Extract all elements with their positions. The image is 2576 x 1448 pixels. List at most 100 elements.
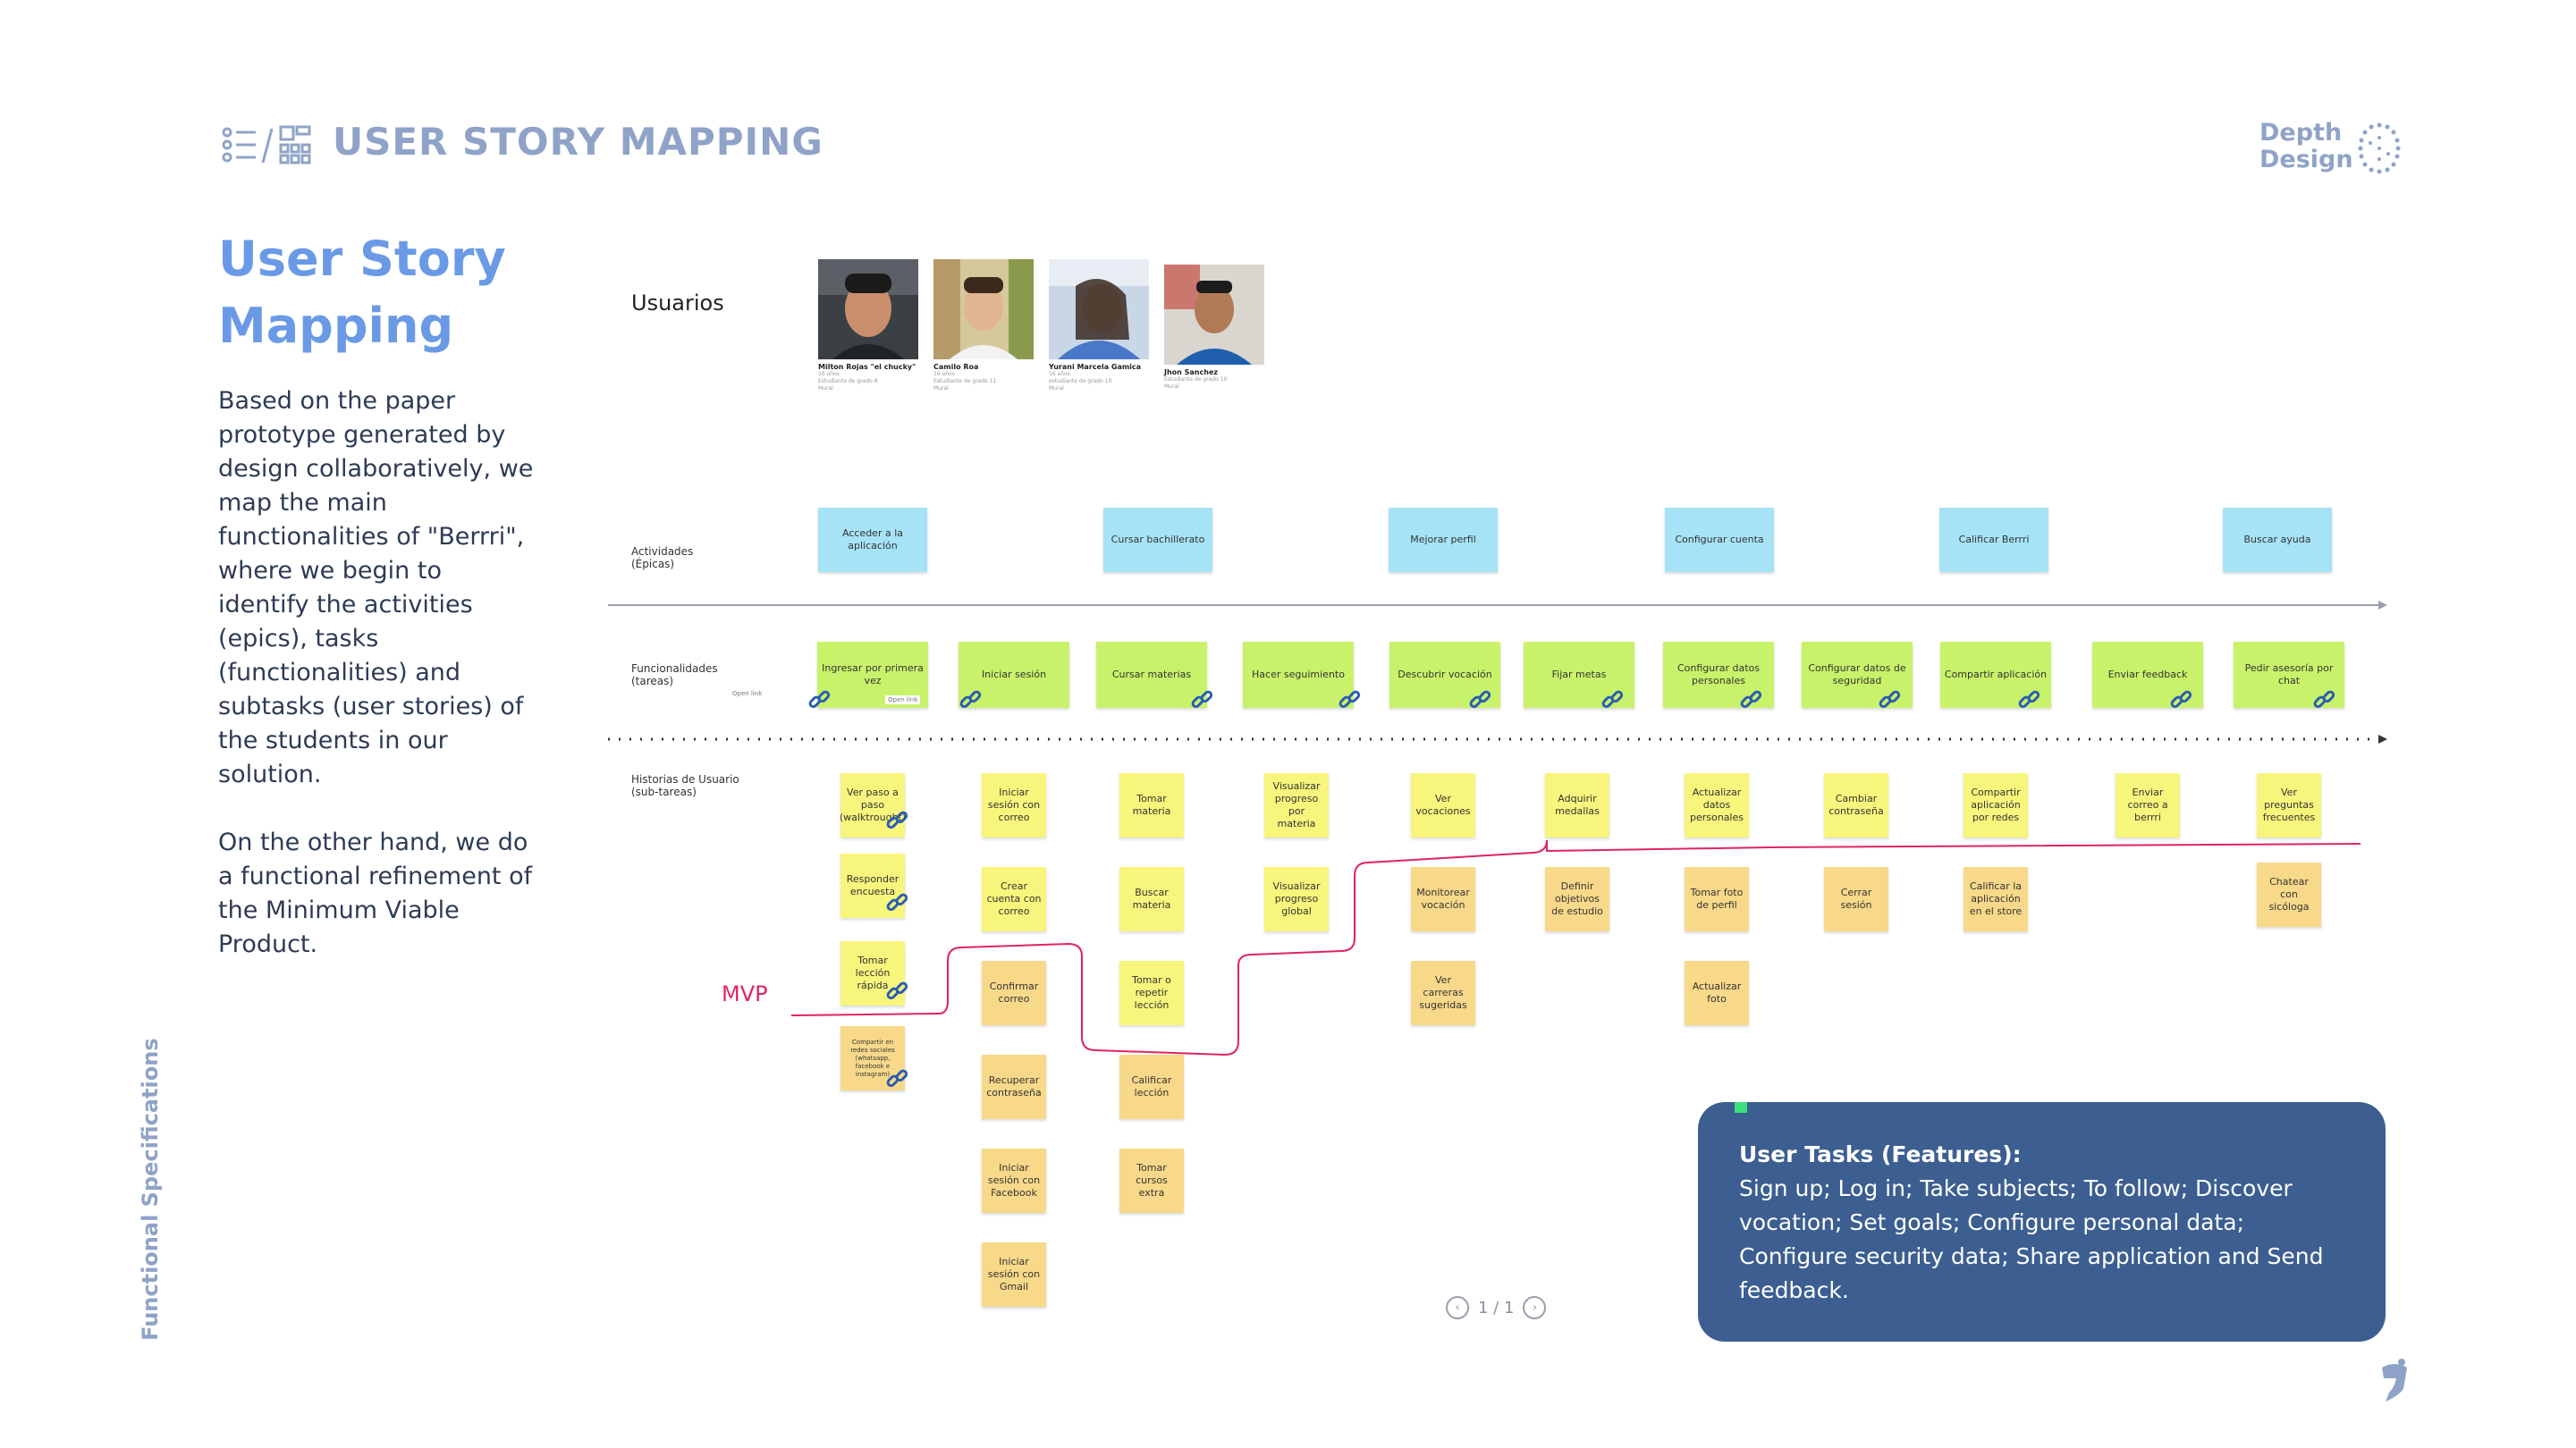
story-card[interactable]: Calificar la aplicación en el store xyxy=(1964,867,2028,931)
story-card[interactable]: Ver preguntas frecuentes xyxy=(2257,773,2321,838)
user-card: Jhon Sanchez Estudiante de grado 10 Mura… xyxy=(1164,265,1264,417)
story-card[interactable]: Iniciar sesión con Facebook xyxy=(982,1149,1046,1213)
story-card[interactable]: Cerrar sesión xyxy=(1824,867,1888,931)
user-photo xyxy=(933,259,1034,359)
tasks-row-label: Funcionalidades (tareas) xyxy=(631,662,718,687)
user-detail: 16 años xyxy=(933,371,955,377)
story-card[interactable]: Enviar correo a berrri xyxy=(2116,773,2180,838)
board-lines xyxy=(608,601,2387,1057)
user-detail: estudiante de grado 10 xyxy=(1049,378,1112,384)
user-tag: Mural xyxy=(1049,385,1064,391)
link-icon[interactable] xyxy=(1190,688,1213,711)
link-icon[interactable] xyxy=(1739,688,1762,711)
story-card[interactable]: Adquirir medallas xyxy=(1545,773,1609,838)
task-card[interactable]: Cursar materias xyxy=(1096,642,1207,708)
link-icon[interactable] xyxy=(1338,688,1361,711)
link-icon[interactable] xyxy=(885,891,908,914)
task-card[interactable]: Enviar feedback xyxy=(2092,642,2203,708)
story-card[interactable]: Responder encuesta xyxy=(840,854,905,918)
user-detail: 16 años xyxy=(1049,371,1070,377)
story-card[interactable]: Tomar materia xyxy=(1119,773,1184,838)
story-card[interactable]: Tomar cursos extra xyxy=(1119,1149,1184,1213)
section-title-line-2: Mapping xyxy=(218,298,454,354)
story-card[interactable]: Ver carreras sugeridas xyxy=(1411,961,1475,1025)
intro-paragraph-2: On the other hand, we do a functional re… xyxy=(218,829,533,958)
user-name: Milton Rojas "el chucky" xyxy=(818,363,916,371)
link-icon[interactable] xyxy=(959,688,982,711)
story-card[interactable]: Buscar materia xyxy=(1119,867,1184,931)
brand-mark-icon xyxy=(2382,1359,2407,1402)
open-link-button[interactable]: Open link xyxy=(730,689,765,698)
task-card[interactable]: Pedir asesoría por chat xyxy=(2234,642,2344,708)
task-card[interactable]: Descubrir vocación xyxy=(1389,642,1500,708)
epic-card[interactable]: Cursar bachillerato xyxy=(1103,508,1212,572)
task-card[interactable]: Fijar metas xyxy=(1524,642,1634,708)
epic-card[interactable]: Configurar cuenta xyxy=(1665,508,1774,572)
link-icon[interactable] xyxy=(885,809,908,832)
user-tag: Mural xyxy=(1164,383,1179,390)
story-card[interactable]: Calificar lección xyxy=(1119,1055,1184,1119)
story-card[interactable]: Crear cuenta con correo xyxy=(982,867,1046,931)
story-card[interactable]: Tomar o repetir lección xyxy=(1119,961,1184,1025)
task-card[interactable]: Compartir aplicación xyxy=(1940,642,2051,708)
task-card[interactable]: Iniciar sesión xyxy=(959,642,1069,708)
user-detail: Estudiante de grado 10 xyxy=(1164,376,1228,383)
epics-row-label: Actividades (Épicas) xyxy=(631,545,694,570)
user-detail: Estudiante de grado 8 xyxy=(818,378,878,384)
user-detail: 16 años xyxy=(818,371,840,377)
task-card[interactable]: Configurar datos de seguridad xyxy=(1802,642,1913,708)
link-icon[interactable] xyxy=(2312,688,2335,711)
story-card[interactable]: Iniciar sesión con correo xyxy=(982,773,1046,838)
list-icon xyxy=(222,125,311,164)
story-map-board: Usuarios Actividades (Épicas) Funcionali… xyxy=(608,250,2396,1332)
chevron-left-icon[interactable]: ‹ xyxy=(1446,1296,1469,1319)
story-card[interactable]: Ver vocaciones xyxy=(1411,773,1475,838)
brand-name: Depth Design xyxy=(2259,120,2403,173)
story-card[interactable]: Chatear con sicóloga xyxy=(2257,863,2321,927)
epic-card[interactable]: Buscar ayuda xyxy=(2223,508,2332,572)
user-name: Jhon Sanchez xyxy=(1164,368,1219,376)
section-title: User Story Mapping xyxy=(218,225,594,359)
callout-title: User Tasks (Features): xyxy=(1739,1141,2022,1167)
chevron-right-icon[interactable]: › xyxy=(1523,1296,1547,1319)
section-title-line-1: User Story xyxy=(218,231,506,287)
brand-line-1: Depth xyxy=(2259,119,2343,147)
brand-line-2: Design xyxy=(2259,146,2353,173)
story-card[interactable]: Recuperar contraseña xyxy=(982,1055,1046,1119)
user-photo xyxy=(818,259,918,359)
link-icon[interactable] xyxy=(1878,688,1901,711)
story-card[interactable]: Tomar foto de perfil xyxy=(1685,867,1749,931)
link-icon[interactable] xyxy=(885,1067,908,1090)
link-icon[interactable] xyxy=(1468,688,1491,711)
task-card[interactable]: Hacer seguimiento xyxy=(1243,642,1354,708)
story-card[interactable]: Actualizar foto xyxy=(1685,961,1749,1025)
story-card[interactable]: Compartir en redes sociales (whatsapp, f… xyxy=(840,1026,905,1090)
header-icons xyxy=(220,125,327,166)
epic-card[interactable]: Calificar Berrri xyxy=(1939,508,2048,572)
link-icon[interactable] xyxy=(2169,688,2192,711)
user-detail: Estudiante de grado 11 xyxy=(933,378,997,384)
vertical-section-label: Functional Specifications xyxy=(138,1038,163,1341)
task-card[interactable]: Configurar datos personales xyxy=(1663,642,1774,708)
link-icon[interactable] xyxy=(2017,688,2040,711)
story-card[interactable]: Compartir aplicación por redes xyxy=(1964,773,2028,838)
user-card: Yurani Marcela Gamica 16 años estudiante… xyxy=(1049,259,1149,411)
user-photo xyxy=(1049,259,1149,359)
story-card[interactable]: Cambiar contraseña xyxy=(1824,773,1888,838)
user-name: Yurani Marcela Gamica xyxy=(1049,363,1142,371)
story-card[interactable]: Iniciar sesión con Gmail xyxy=(982,1242,1046,1307)
story-card[interactable]: Monitorear vocación xyxy=(1411,867,1475,931)
link-icon[interactable] xyxy=(885,980,908,1003)
epic-card[interactable]: Acceder a la aplicación xyxy=(818,508,927,572)
user-photo xyxy=(1164,265,1264,365)
story-card[interactable]: Actualizar datos personales xyxy=(1685,773,1749,838)
link-icon[interactable] xyxy=(1600,688,1624,711)
user-tag: Mural xyxy=(818,385,833,391)
link-icon[interactable] xyxy=(807,688,831,711)
story-card[interactable]: Confirmar correo xyxy=(982,961,1046,1025)
open-link-button[interactable]: Open link xyxy=(885,695,921,704)
epic-card[interactable]: Mejorar perfil xyxy=(1389,508,1498,572)
story-card[interactable]: Visualizar progreso por materia xyxy=(1264,773,1329,838)
story-card[interactable]: Definir objetivos de estudio xyxy=(1545,867,1609,931)
story-card[interactable]: Visualizar progreso global xyxy=(1264,867,1329,931)
